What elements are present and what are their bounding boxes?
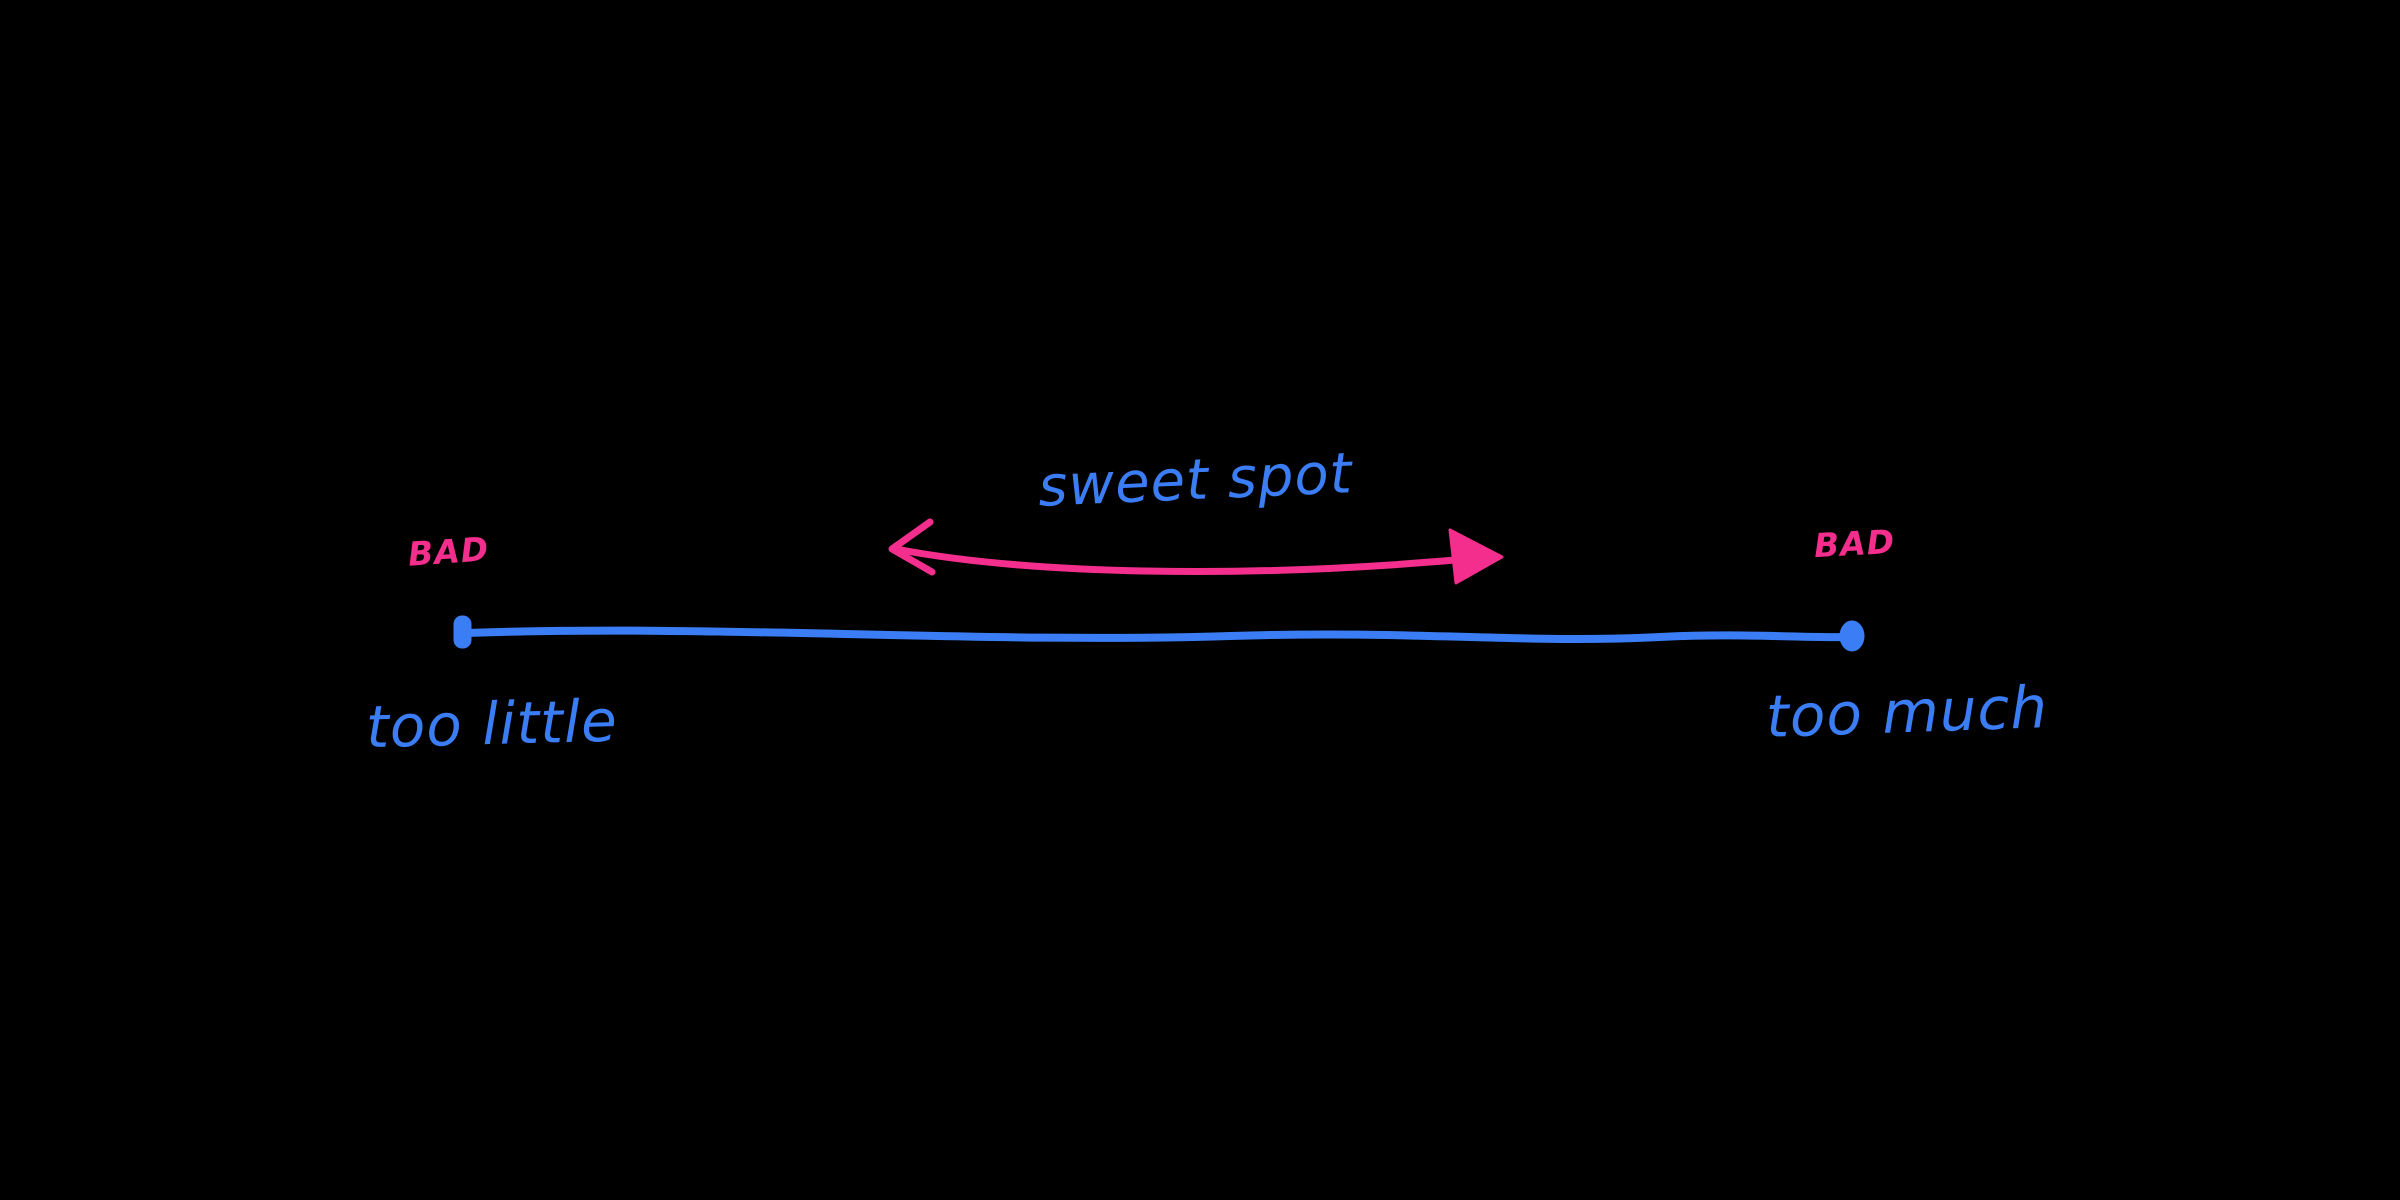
spectrum-line [462, 626, 1855, 643]
right-endpoint-dot [1839, 620, 1865, 652]
too-much-label: too much [1764, 673, 2050, 751]
sweet-spot-arrow-left-head [888, 518, 936, 576]
bad-left-label: BAD [406, 529, 491, 574]
too-little-label: too little [365, 686, 619, 762]
sweet-spot-arrow-right-head [1448, 528, 1504, 585]
bad-right-label: BAD [1813, 521, 1897, 566]
sweet-spot-arrow-shaft [892, 545, 1492, 575]
left-endpoint-dot [453, 615, 472, 649]
sweet-spot-label: sweet spot [1036, 441, 1354, 520]
